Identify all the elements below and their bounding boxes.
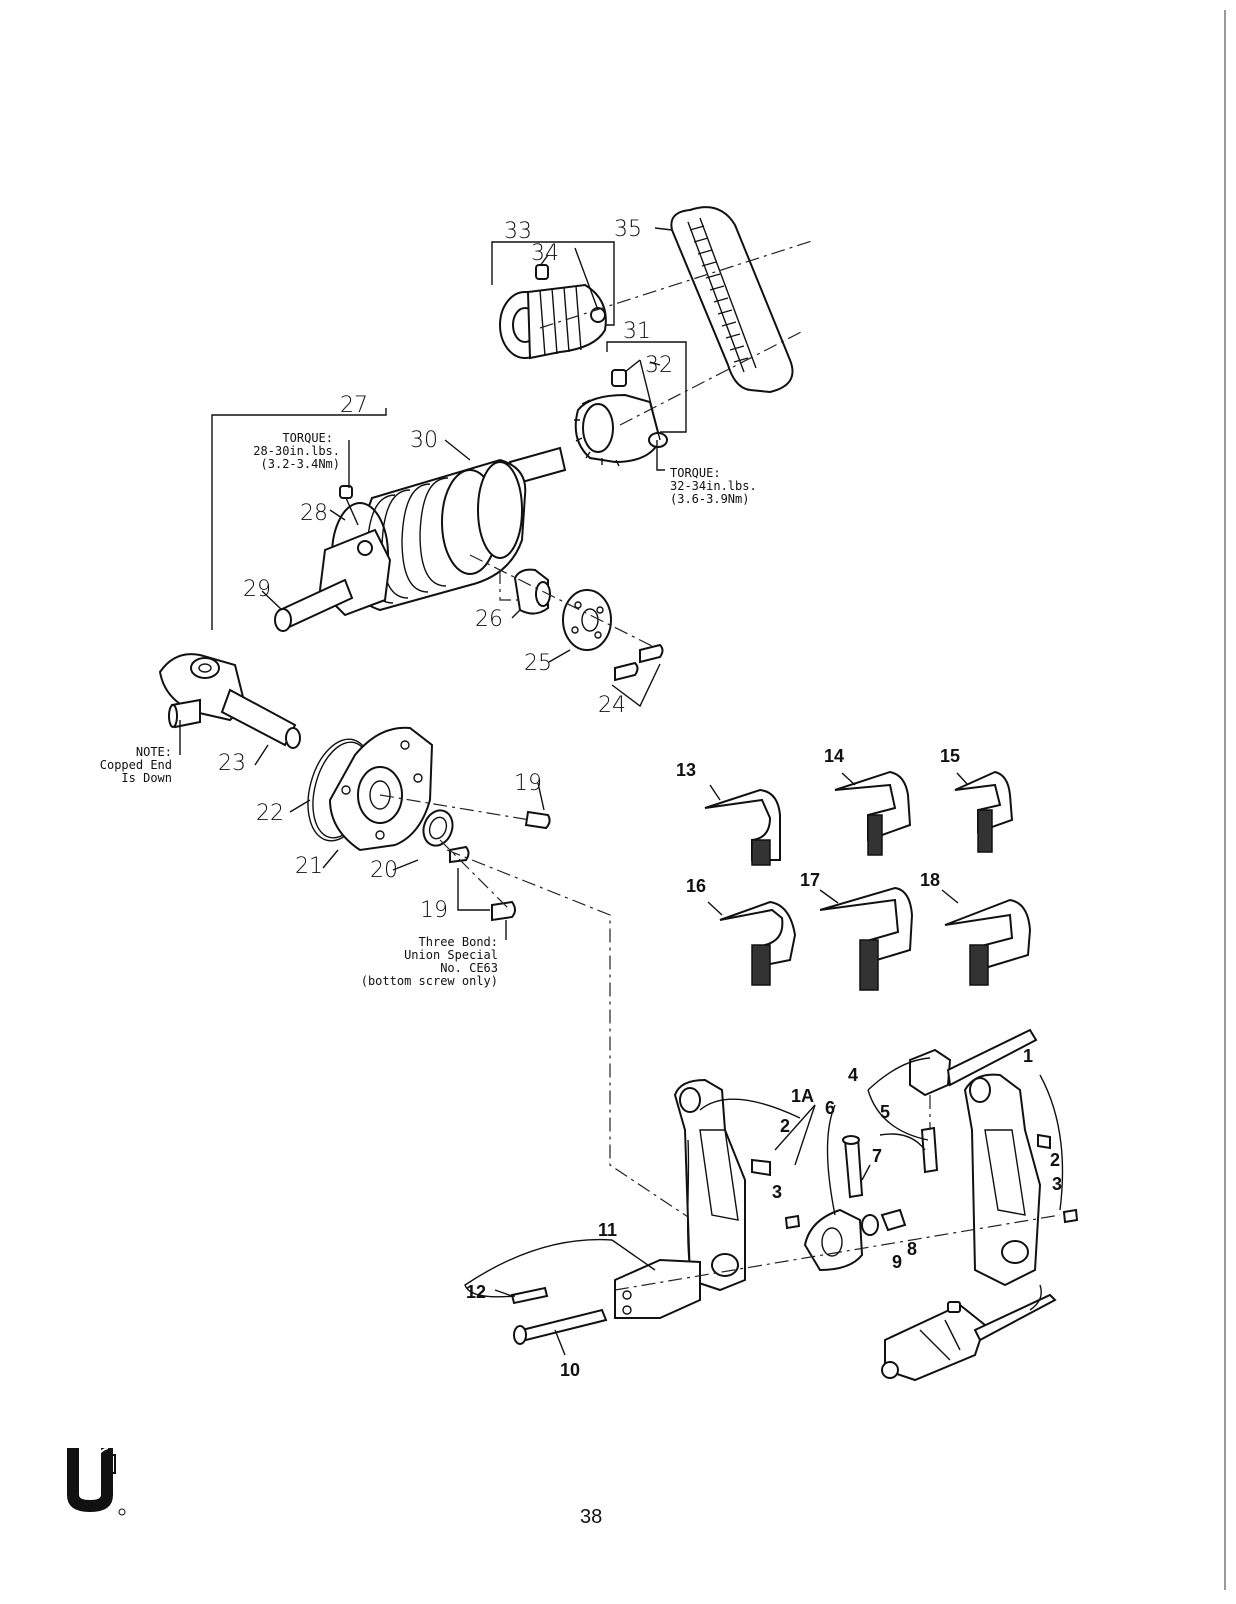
bushing-8-washer-9 xyxy=(861,1208,907,1236)
needle-14 xyxy=(834,770,912,856)
needle-15 xyxy=(954,770,1014,853)
callout-10: 10 xyxy=(560,1360,580,1380)
needle-18 xyxy=(944,898,1032,986)
screws-19 xyxy=(439,810,551,922)
callout-30: 30 xyxy=(410,428,438,453)
shaft-10 xyxy=(513,1308,608,1345)
callout-34: 34 xyxy=(531,241,559,266)
svg-text:Copped End: Copped End xyxy=(100,758,172,772)
link-6 xyxy=(803,1208,864,1272)
callout-1: 1 xyxy=(1023,1046,1033,1066)
callout-23: 23 xyxy=(218,751,246,776)
stud-5 xyxy=(920,1095,939,1174)
set-screw-34a xyxy=(535,264,549,280)
svg-text:32-34in.lbs.: 32-34in.lbs. xyxy=(670,479,757,493)
three-bond-note: Three Bond: Union Special No. CE63 (bott… xyxy=(361,935,498,988)
svg-text:No. CE63: No. CE63 xyxy=(440,961,498,975)
svg-text:Three Bond:: Three Bond: xyxy=(419,935,498,949)
callout-13: 13 xyxy=(676,760,696,780)
svg-text:Is Down: Is Down xyxy=(121,771,172,785)
callout-20: 20 xyxy=(370,858,398,883)
callout-12: 12 xyxy=(466,1282,486,1302)
callout-29: 29 xyxy=(243,577,271,602)
set-screw-32a xyxy=(611,369,627,387)
cross-coupling-23 xyxy=(158,653,301,749)
callout-35: 35 xyxy=(614,217,642,242)
callout-16: 16 xyxy=(686,876,706,896)
callout-3-right: 3 xyxy=(1052,1174,1062,1194)
svg-text:(3.6-3.9Nm): (3.6-3.9Nm) xyxy=(670,492,749,506)
callout-3-left: 3 xyxy=(772,1182,782,1202)
svg-text:(3.2-3.4Nm): (3.2-3.4Nm) xyxy=(261,457,340,471)
callout-19-top: 19 xyxy=(514,771,542,796)
callout-17: 17 xyxy=(800,870,820,890)
needle-17 xyxy=(819,886,914,991)
torque-note-right: TORQUE: 32-34in.lbs. (3.6-3.9Nm) xyxy=(670,466,757,506)
svg-text:28-30in.lbs.: 28-30in.lbs. xyxy=(253,444,340,458)
set-screw-32b xyxy=(648,432,668,448)
bracket-11 xyxy=(614,1258,701,1319)
callout-27: 27 xyxy=(340,393,368,418)
callout-7: 7 xyxy=(872,1146,882,1166)
pulley-33 xyxy=(491,239,816,360)
rotary-shaft-assembly-27 xyxy=(211,408,567,632)
callout-26: 26 xyxy=(475,607,503,632)
seal-20 xyxy=(422,809,454,847)
screws-24 xyxy=(611,643,664,708)
pin-12 xyxy=(510,1286,549,1305)
callout-11: 11 xyxy=(598,1220,617,1240)
set-screw-34b xyxy=(590,307,606,323)
callout-8: 8 xyxy=(907,1239,917,1259)
page-number: 38 xyxy=(580,1506,602,1528)
housing-21 xyxy=(328,726,531,852)
screw-7 xyxy=(842,1135,864,1199)
looper-holder-assembly xyxy=(881,1293,1057,1382)
alignment-centerline xyxy=(446,849,701,1226)
callout-9: 9 xyxy=(892,1252,902,1272)
callout-33: 33 xyxy=(504,219,532,244)
needle-13 xyxy=(704,788,781,866)
svg-text:NOTE:: NOTE: xyxy=(136,745,172,759)
svg-text:(bottom screw only): (bottom screw only) xyxy=(361,974,498,988)
timing-belt-35 xyxy=(670,206,794,394)
callout-21: 21 xyxy=(295,854,323,879)
callout-19-bottom: 19 xyxy=(420,898,448,923)
gear-31 xyxy=(574,329,806,467)
callout-24: 24 xyxy=(598,693,626,718)
torque-note-left: TORQUE: 28-30in.lbs. (3.2-3.4Nm) xyxy=(253,431,340,471)
callout-15: 15 xyxy=(940,746,960,766)
looper-lever-1 xyxy=(963,1073,1042,1287)
callout-31: 31 xyxy=(623,319,651,344)
svg-text:TORQUE:: TORQUE: xyxy=(670,466,721,480)
callout-1A: 1A xyxy=(791,1086,814,1106)
callout-6: 6 xyxy=(825,1098,835,1118)
callout-4: 4 xyxy=(848,1065,858,1085)
callout-25: 25 xyxy=(524,651,552,676)
screws-2-and-3 xyxy=(751,1133,1079,1230)
callout-28: 28 xyxy=(300,501,328,526)
callout-14: 14 xyxy=(824,746,844,766)
callout-2-right: 2 xyxy=(1050,1150,1060,1170)
set-screw-28 xyxy=(339,485,353,499)
svg-text:TORQUE:: TORQUE: xyxy=(282,431,333,445)
callout-2-left: 2 xyxy=(780,1116,790,1136)
leader-lines xyxy=(179,227,1064,1356)
flange-plate-25 xyxy=(469,554,661,651)
needle-16 xyxy=(719,900,797,986)
callout-5: 5 xyxy=(880,1102,890,1122)
lever-centerline xyxy=(614,1214,1061,1291)
callout-18: 18 xyxy=(920,870,940,890)
svg-text:Union Special: Union Special xyxy=(404,948,498,962)
looper-lever-1A xyxy=(673,1078,746,1292)
union-special-logo xyxy=(67,1447,126,1516)
needle-clamp-4 xyxy=(909,1028,1038,1097)
callout-22: 22 xyxy=(256,801,284,826)
page-edge-rule xyxy=(1224,10,1226,1590)
callout-32: 32 xyxy=(645,353,673,378)
capped-end-note: NOTE: Copped End Is Down xyxy=(100,745,172,785)
